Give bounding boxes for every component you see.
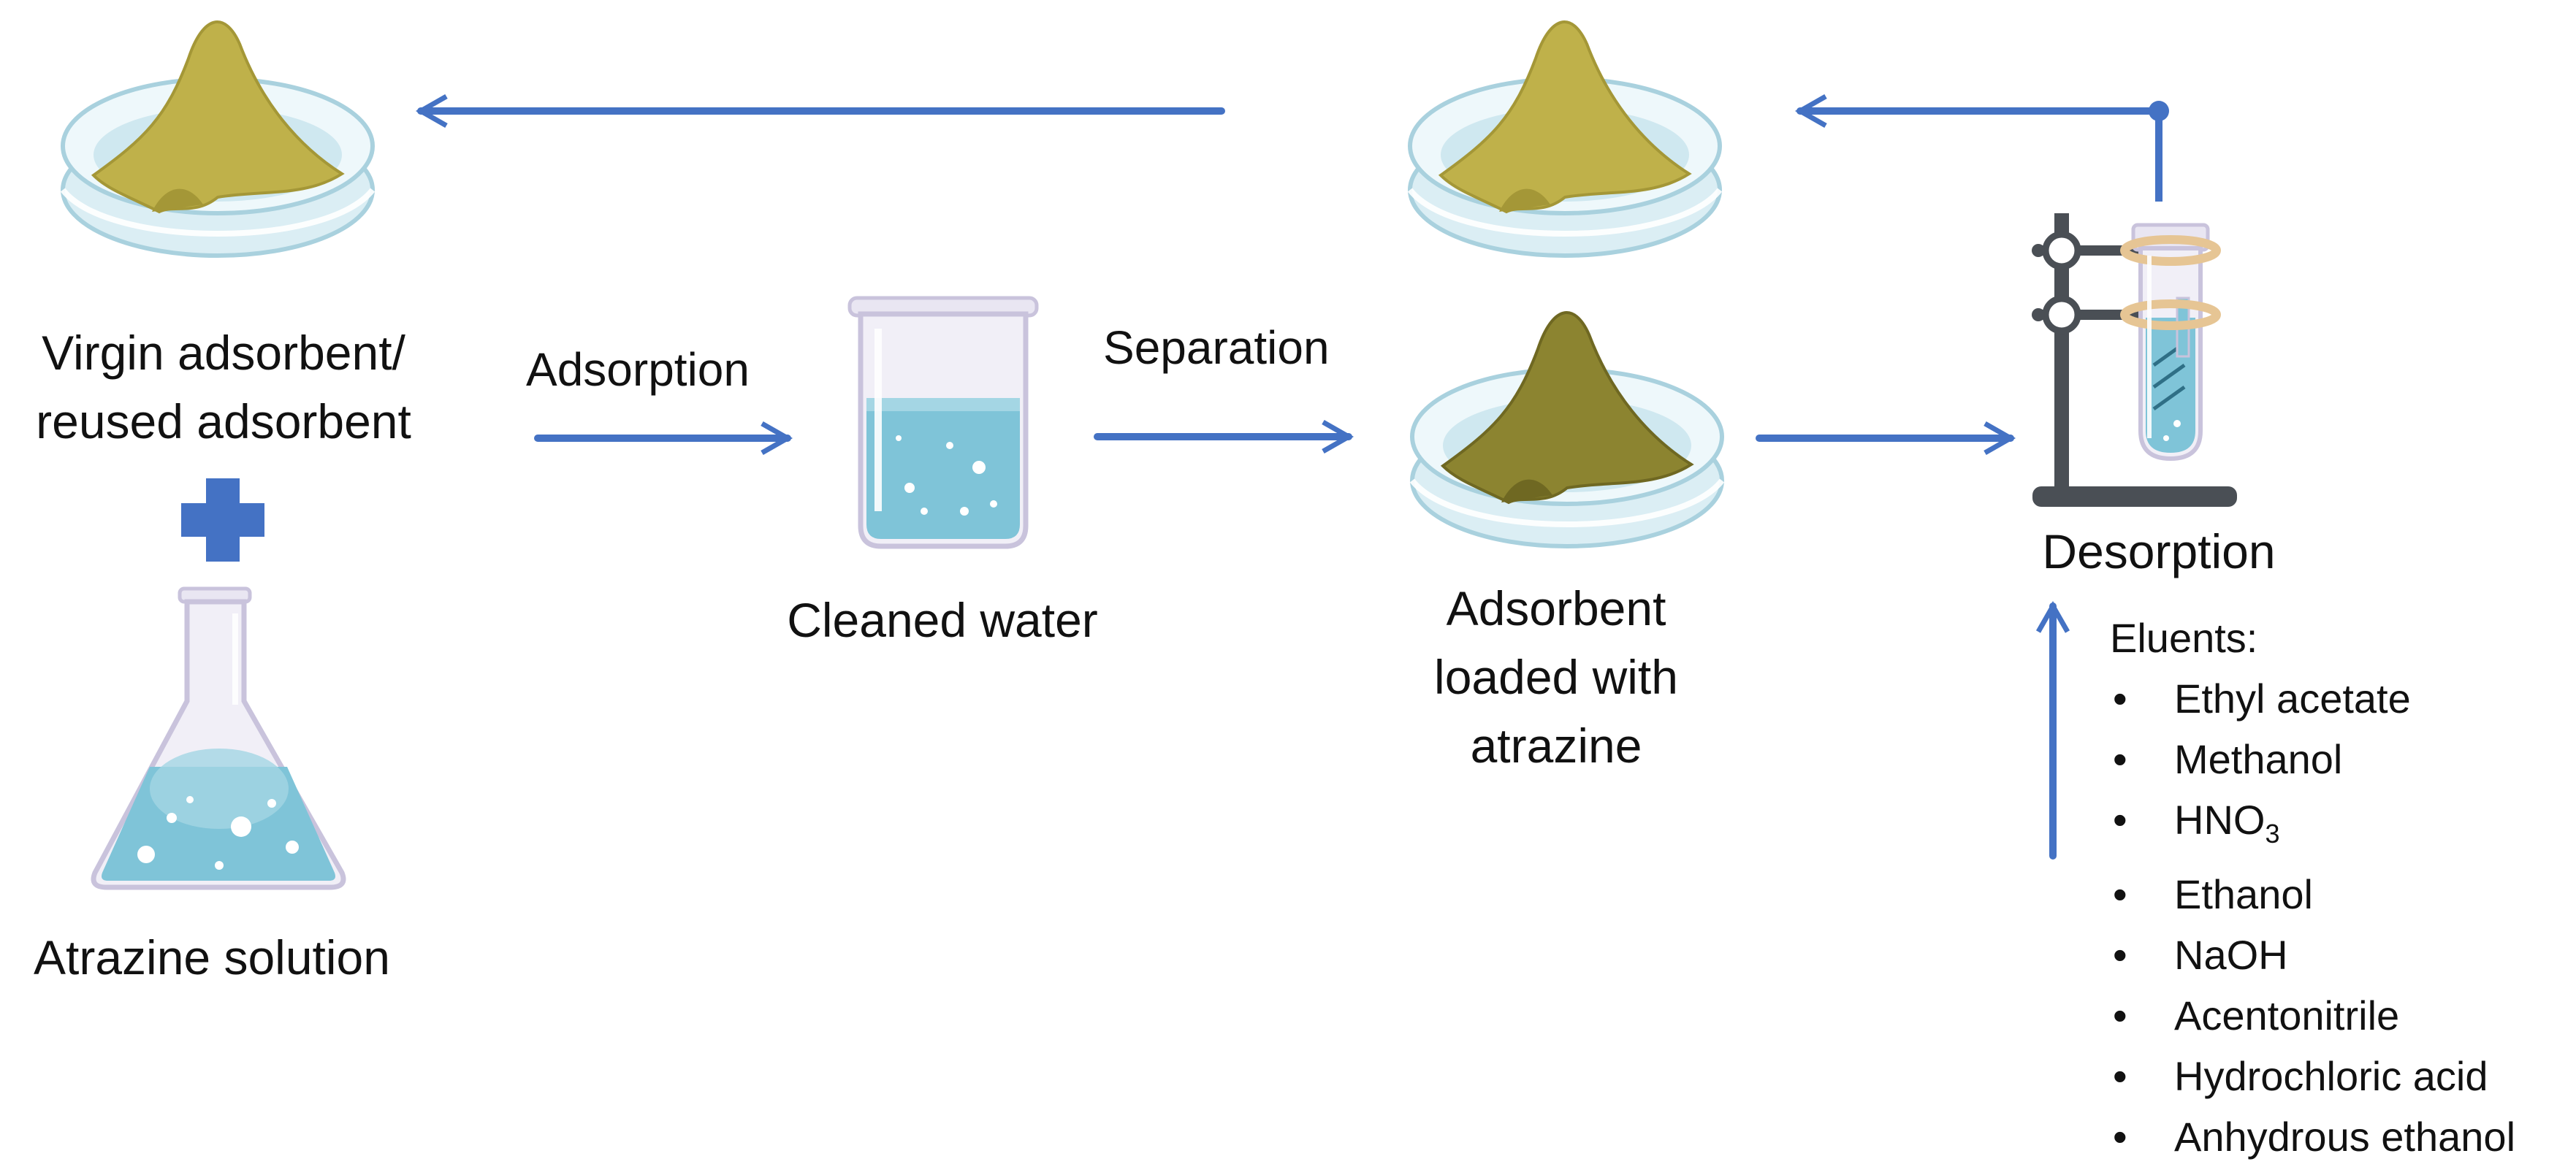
loaded-adsorbent-label-line3: atrazine	[1470, 719, 1642, 773]
eluent-item: Anhydrous ethanol	[2110, 1106, 2515, 1167]
eluent-item: Ethyl acetate	[2110, 668, 2515, 729]
virgin-adsorbent-label: Virgin adsorbent/ reused adsorbent	[7, 318, 440, 456]
cleaned-water-label: Cleaned water	[787, 593, 1098, 647]
eluents-list: Ethyl acetate Methanol HNO3 Ethanol NaOH…	[2110, 668, 2515, 1167]
stand-test-tube-icon	[2032, 213, 2237, 507]
eluent-item: HNO3	[2110, 789, 2515, 864]
flask-icon	[91, 586, 346, 890]
petri-dish-loaded-icon	[1409, 311, 1725, 548]
separation-step-label: Separation	[1103, 321, 1330, 374]
loaded-adsorbent-label-line2: loaded with	[1434, 650, 1678, 704]
loaded-adsorbent-label: Adsorbent loaded with atrazine	[1373, 574, 1739, 780]
eluents-title: Eluents:	[2110, 615, 2258, 661]
eluent-item: NaOH	[2110, 925, 2515, 985]
adsorption-step-label: Adsorption	[526, 343, 750, 396]
eluent-item: Hydrochloric acid	[2110, 1046, 2515, 1106]
petri-dish-virgin-icon	[60, 20, 376, 258]
eluent-item: Ethanol	[2110, 864, 2515, 925]
petri-dish-regenerated-icon	[1407, 20, 1723, 258]
eluents-panel: Eluents: Ethyl acetate Methanol HNO3 Eth…	[2110, 608, 2515, 1167]
desorption-label: Desorption	[2042, 524, 2276, 578]
virgin-adsorbent-label-line2: reused adsorbent	[36, 394, 411, 448]
loaded-adsorbent-label-line1: Adsorbent	[1446, 581, 1666, 635]
beaker-icon	[847, 296, 1039, 549]
eluent-item: Methanol	[2110, 729, 2515, 789]
plus-icon	[181, 478, 264, 562]
atrazine-solution-label: Atrazine solution	[34, 930, 390, 984]
virgin-adsorbent-label-line1: Virgin adsorbent/	[42, 326, 405, 380]
eluent-item: Acentonitrile	[2110, 985, 2515, 1046]
